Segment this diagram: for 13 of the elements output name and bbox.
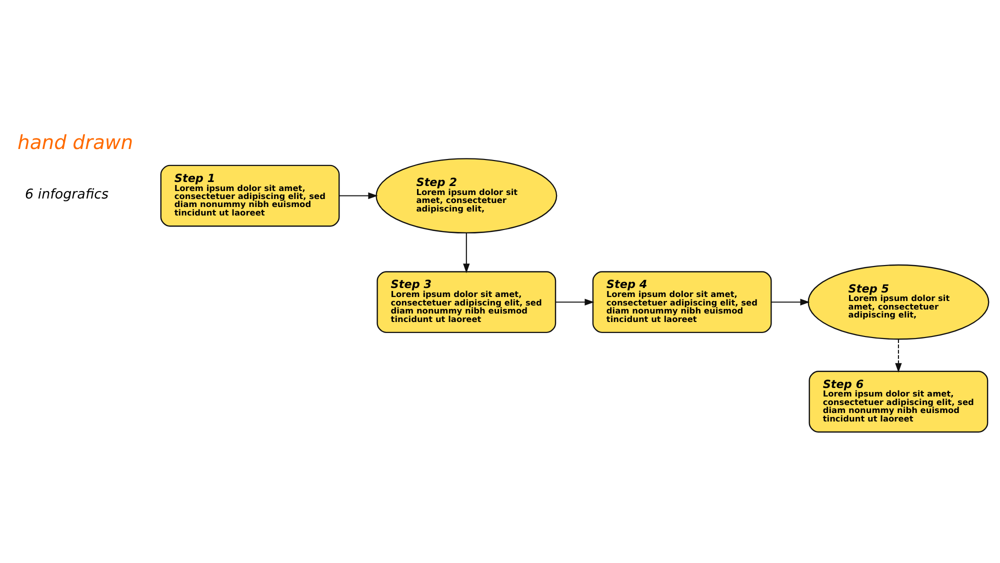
arrow [339, 192, 378, 200]
node-box: Step 3 Lorem ipsum dolor sit amet, consectetuer adipiscing elit, sed diam nonummy nibh euismod tincidunt ut laoreet [376, 271, 556, 334]
node-box: Step 4 Lorem ipsum dolor sit amet, consectetuer adipiscing elit, sed diam nonummy nibh euismod tincidunt ut laoreet [592, 271, 772, 334]
node-ellipse: Step 2 Lorem ipsum dolor sit amet, consectetuer adipiscing elit, [376, 158, 558, 234]
arrow [895, 339, 902, 373]
node-box: Step 1 Lorem ipsum dolor sit amet, consectetuer adipiscing elit, sed diam nonummy nibh euismod tincidunt ut laoreet [160, 164, 340, 227]
diagram-title: hand drawn [18, 130, 134, 154]
label: 6 infografics [24, 186, 109, 202]
arrow [556, 298, 594, 306]
node-ellipse: Step 5 Lorem ipsum dolor sit amet, consectetuer adipiscing elit, [808, 264, 990, 340]
arrow [771, 298, 810, 306]
arrow [463, 232, 470, 274]
node-box: Step 6 Lorem ipsum dolor sit amet, consectetuer adipiscing elit, sed diam nonummy nibh euismod tincidunt ut laoreet [808, 370, 988, 433]
